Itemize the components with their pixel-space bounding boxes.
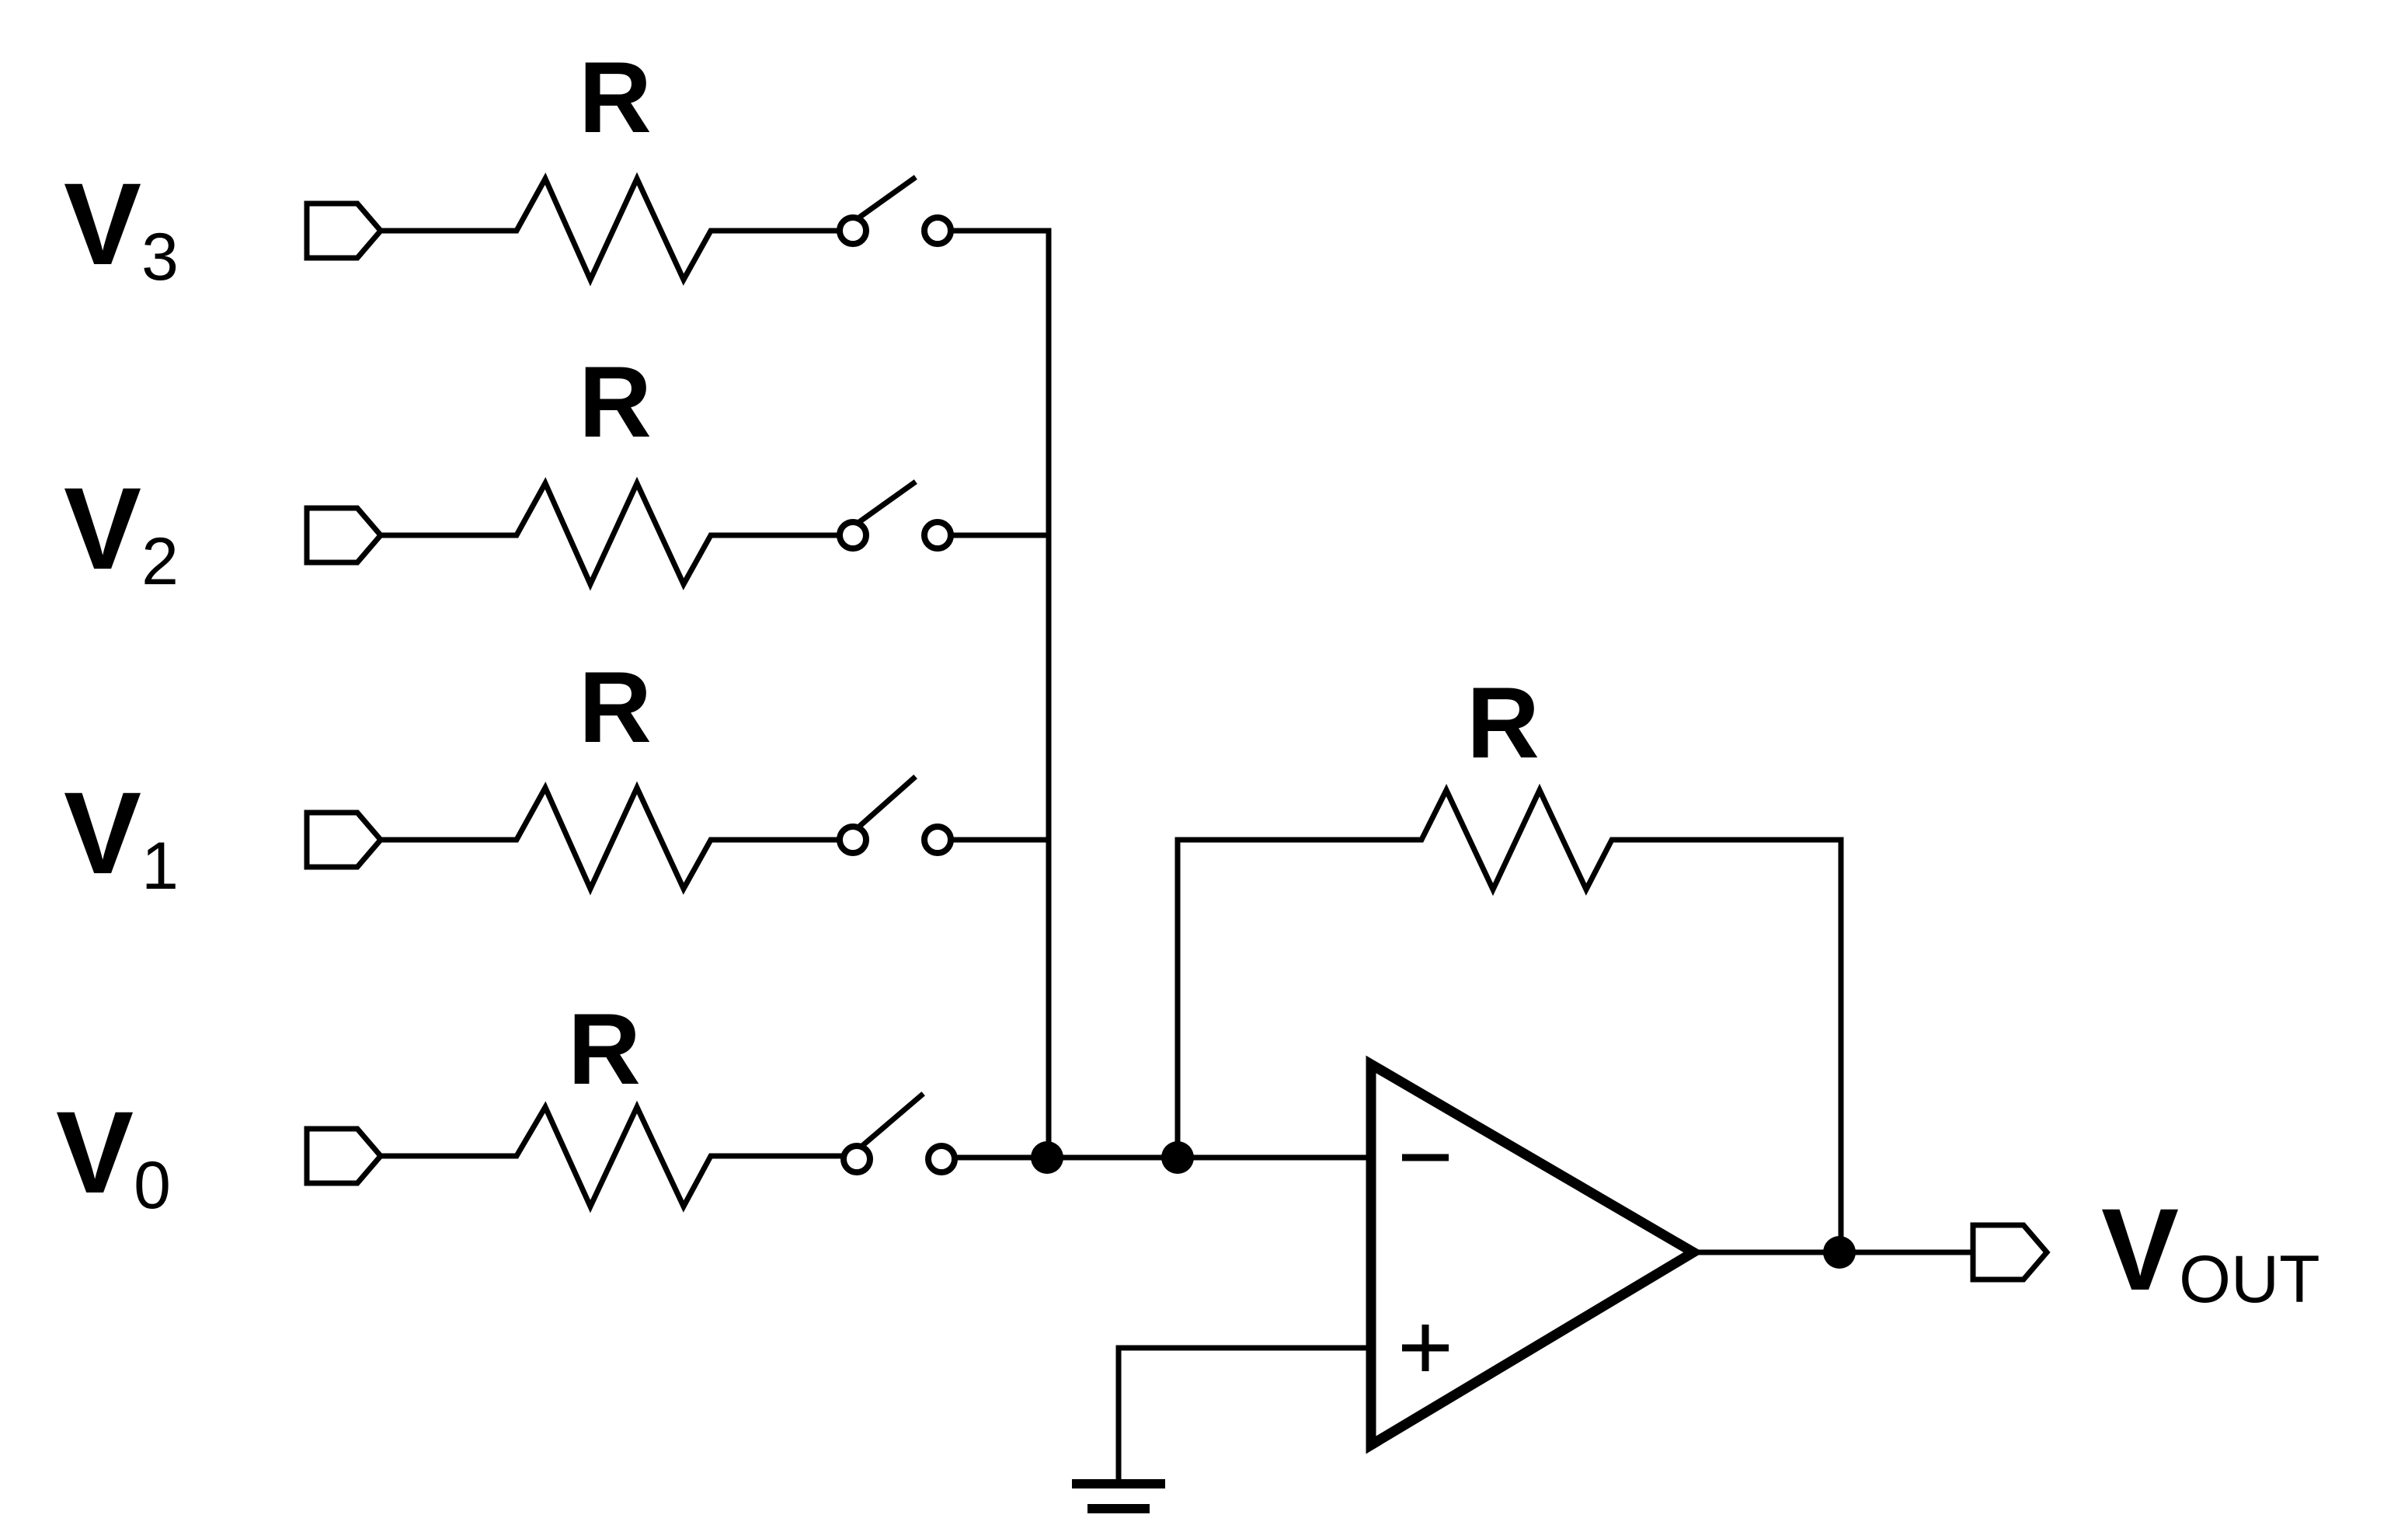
switch-blade-v0: [859, 1092, 925, 1149]
switch-contact-b-v3: [921, 214, 954, 247]
feedback-resistor: [1174, 783, 1844, 1254]
output-label: VOUT: [2101, 1184, 2320, 1317]
op-amp-triangle: [1366, 1055, 1703, 1454]
switch-blade-v3: [855, 175, 917, 221]
input-label-v2: V2: [64, 463, 179, 599]
switch-blade-v1: [855, 775, 917, 830]
switch-contact-a-v0: [840, 1143, 873, 1175]
resistor-label-v2: R: [579, 345, 652, 458]
input-port-v2: [304, 505, 385, 566]
switch-contact-b-v0: [925, 1143, 958, 1175]
switch-contact-a-v2: [837, 519, 869, 552]
switch-contact-a-v3: [837, 214, 869, 247]
resistor-label-v1: R: [579, 650, 652, 764]
junction-dot-output: [1823, 1236, 1856, 1269]
input-port-v3: [304, 200, 385, 261]
switch-contact-b-v2: [921, 519, 954, 552]
junction-dot-bus: [1031, 1141, 1063, 1174]
output-port: [1970, 1222, 2051, 1283]
input-label-v0: V0: [56, 1087, 171, 1223]
resistor-label-v0: R: [568, 992, 641, 1105]
input-label-v3: V3: [64, 158, 179, 294]
input-branch-v1: V1 R: [64, 650, 1052, 904]
feedback-network: R: [1161, 666, 1844, 1254]
switch-contact-a-v1: [837, 823, 869, 856]
resistor-r-v3: [378, 172, 846, 287]
feedback-resistor-label: R: [1467, 666, 1540, 779]
resistor-r-v2: [378, 476, 846, 591]
input-branch-v2: V2 R: [64, 345, 1052, 599]
ground: [1072, 1345, 1374, 1513]
input-port-v0: [304, 1126, 385, 1186]
input-label-v1: V1: [64, 768, 179, 904]
input-branch-v3: V3 R: [64, 40, 1052, 294]
resistor-r-v1: [378, 781, 846, 896]
output: VOUT: [1690, 1184, 2320, 1317]
input-port-v1: [304, 810, 385, 870]
resistor-r-v0: [378, 1100, 850, 1213]
switch-blade-v2: [855, 479, 917, 526]
input-branch-v0: V0 R: [56, 992, 1370, 1223]
ground-wire: [1115, 1345, 1374, 1483]
switch-contact-b-v1: [921, 823, 954, 856]
op-amp: [1366, 1055, 1703, 1454]
resistor-label-v3: R: [579, 40, 652, 154]
